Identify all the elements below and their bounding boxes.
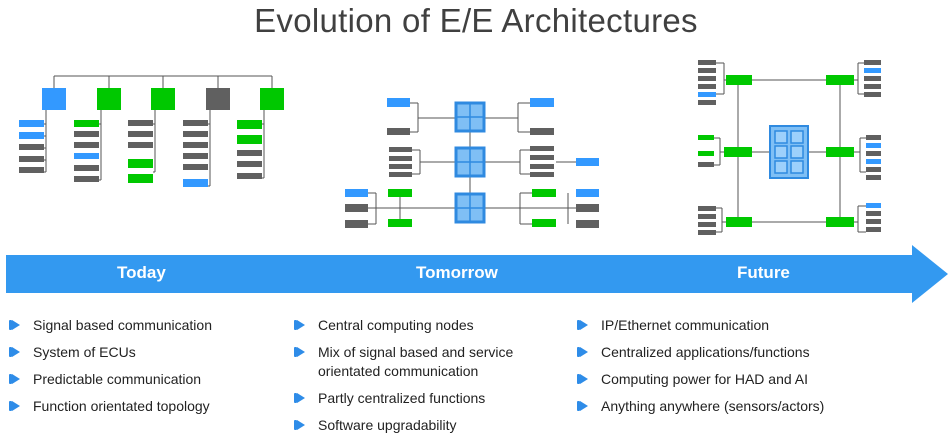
today-feature-list: Signal based communication System of ECU…: [9, 316, 282, 424]
list-item: Mix of signal based and service orientat…: [294, 343, 543, 381]
list-item: System of ECUs: [9, 343, 282, 362]
bullet-icon: [9, 347, 20, 357]
list-item: Computing power for HAD and AI: [577, 370, 910, 389]
stage-label-future: Future: [737, 263, 790, 282]
bullet-icon: [577, 320, 588, 330]
bullet-icon: [294, 320, 305, 330]
diagram-title: Evolution of E/E Architectures: [254, 2, 698, 39]
bullet-icon: [9, 320, 20, 330]
list-item-text: IP/Ethernet communication: [601, 317, 770, 333]
list-item: Centralized applications/functions: [577, 343, 910, 362]
future-devices: [698, 60, 881, 235]
bullet-icon: [577, 347, 588, 357]
list-item: Software upgradability: [294, 416, 557, 435]
list-item-text: Centralized applications/functions: [601, 344, 810, 360]
list-item: Predictable communication: [9, 370, 282, 389]
list-item: Function orientated topology: [9, 397, 282, 416]
bullet-icon: [9, 374, 20, 384]
tomorrow-nodes: [454, 101, 486, 224]
list-item: Signal based communication: [9, 316, 282, 335]
list-item-text: Computing power for HAD and AI: [601, 371, 808, 387]
bullet-icon: [9, 401, 20, 411]
list-item-text: System of ECUs: [33, 344, 136, 360]
tomorrow-architecture: [368, 102, 576, 225]
architecture-diagram: [6, 60, 948, 303]
list-item-text: Software upgradability: [318, 417, 457, 433]
today-architecture: [44, 75, 273, 187]
future-feature-list: IP/Ethernet communication Centralized ap…: [577, 316, 910, 424]
list-item: Anything anywhere (sensors/actors): [577, 397, 910, 416]
bullet-icon: [577, 401, 588, 411]
list-item-text: Function orientated topology: [33, 398, 210, 414]
timeline-arrow: [6, 245, 948, 303]
bullet-icon: [294, 347, 305, 357]
bullet-icon: [294, 420, 305, 430]
stage-label-today: Today: [117, 263, 166, 282]
list-item: Central computing nodes: [294, 316, 557, 335]
today-devices: [19, 120, 262, 187]
list-item-text: Partly centralized functions: [318, 390, 486, 406]
today-ecus: [42, 88, 284, 110]
list-item-text: Central computing nodes: [318, 317, 474, 333]
future-zone-controllers: [724, 75, 854, 227]
bullet-icon: [294, 393, 305, 403]
list-item-text: Signal based communication: [33, 317, 212, 333]
list-item-text: Mix of signal based and service orientat…: [318, 344, 514, 379]
list-item-text: Predictable communication: [33, 371, 202, 387]
future-central-node: [769, 125, 809, 179]
list-item-text: Anything anywhere (sensors/actors): [601, 398, 825, 414]
bullet-icon: [577, 374, 588, 384]
stage-label-tomorrow: Tomorrow: [416, 263, 498, 282]
tomorrow-devices: [345, 98, 599, 228]
tomorrow-feature-list: Central computing nodes Mix of signal ba…: [294, 316, 557, 443]
list-item: Partly centralized functions: [294, 389, 557, 408]
list-item: IP/Ethernet communication: [577, 316, 910, 335]
